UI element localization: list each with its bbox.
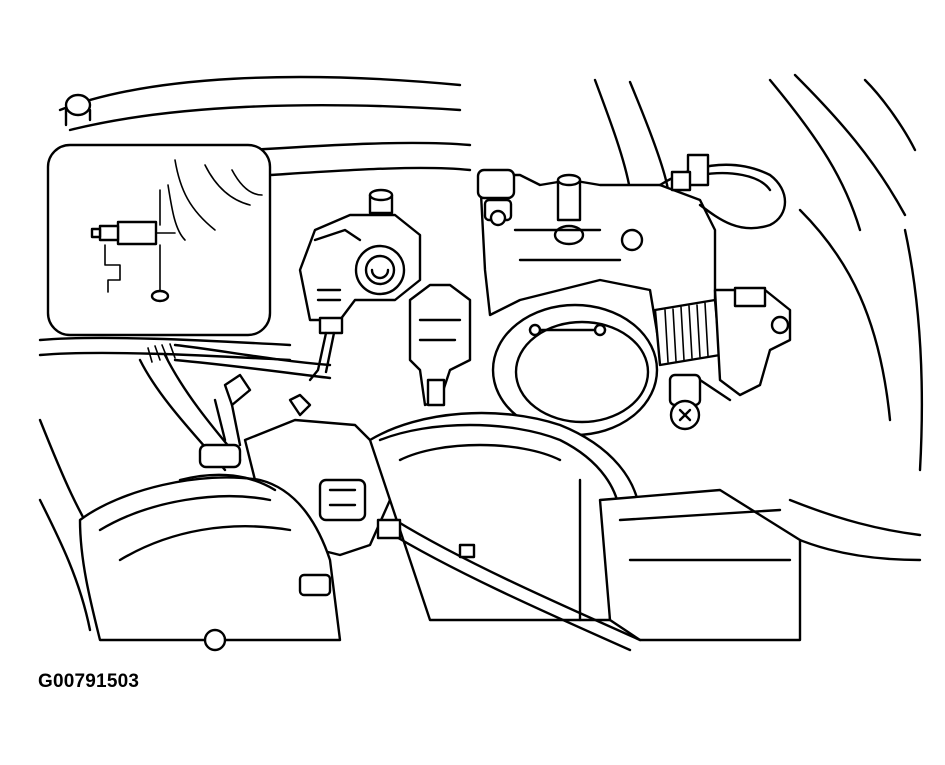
mounting-bracket	[408, 283, 472, 407]
throttle-position-sensor	[288, 188, 422, 417]
engine-throttle-body-line-drawing	[38, 73, 924, 652]
air-intake-ducts	[78, 343, 802, 652]
throttle-body	[476, 153, 792, 437]
inset-detail-box	[46, 143, 272, 337]
figure-id-label: G00791503	[38, 671, 140, 692]
